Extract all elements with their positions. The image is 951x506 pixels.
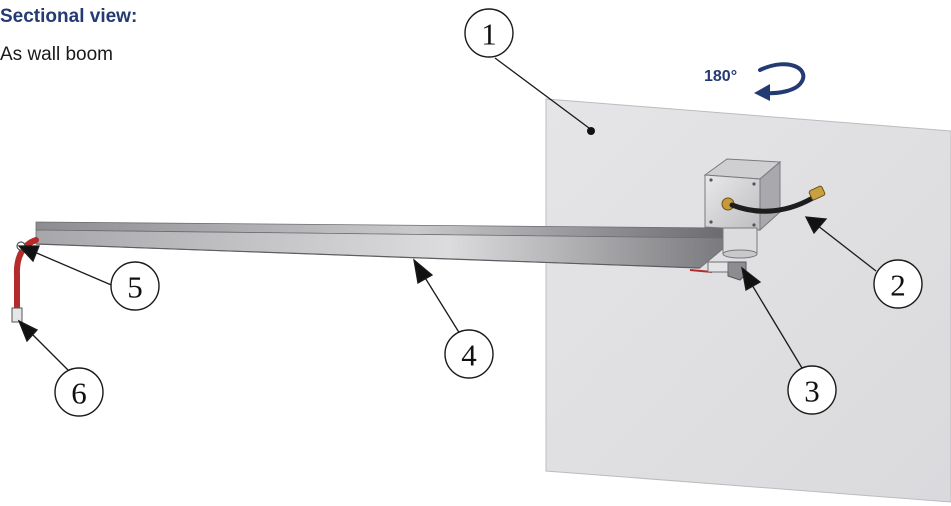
callout-1-number: 1 (481, 17, 497, 52)
wall-panel (545, 98, 951, 503)
callout-3-number: 3 (804, 374, 820, 409)
callout-5-circle (110, 261, 160, 311)
callout-6-circle (54, 367, 104, 417)
callout-4-circle (444, 329, 494, 379)
leader-line-2 (812, 221, 877, 272)
hose-2 (729, 193, 819, 214)
callout-3-circle (787, 365, 837, 415)
callout-1-circle (464, 8, 514, 58)
section-heading: Sectional view: (0, 6, 138, 27)
leader-line-3 (745, 274, 803, 369)
callout-6-number: 6 (71, 376, 87, 411)
callout-2-circle (873, 259, 923, 309)
callout-4-number: 4 (461, 338, 477, 373)
section-subheading: As wall boom (0, 44, 113, 65)
leader-line-1 (494, 57, 590, 129)
leader-line-5 (24, 247, 117, 288)
hose-nozzle (11, 307, 23, 323)
rotation-arrow-icon (758, 62, 806, 96)
hose-end (13, 237, 39, 311)
wall-marker-dot (587, 127, 595, 135)
callout-2-number: 2 (890, 268, 906, 303)
rotation-label: 180° (704, 68, 737, 85)
callout-5-number: 5 (127, 270, 143, 305)
